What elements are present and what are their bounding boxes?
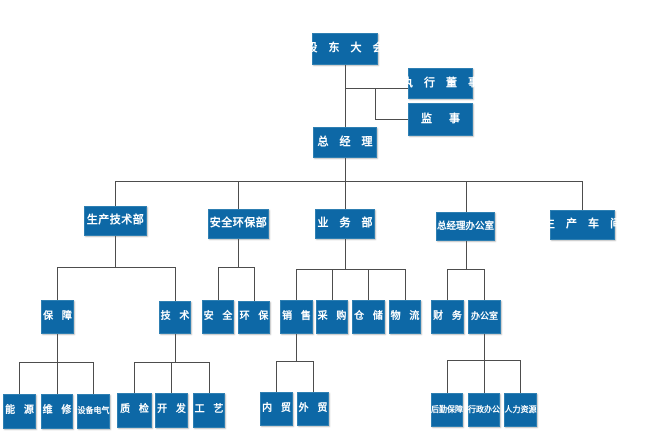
connector-line: [175, 334, 176, 363]
connector-line: [368, 269, 369, 301]
connector-line: [57, 362, 58, 395]
org-node-admin-office: 行政办公: [468, 393, 500, 427]
org-node-human-resources: 人力资源: [504, 393, 537, 427]
connector-line: [115, 236, 116, 268]
org-node-safety-env-dept: 安全环保部: [208, 209, 269, 239]
connector-line: [466, 241, 467, 270]
org-node-finance: 财 务: [431, 300, 464, 334]
connector-line: [238, 181, 239, 210]
org-node-general-manager: 总 经 理: [313, 127, 377, 158]
org-node-environment: 环 保: [238, 301, 270, 334]
connector-line: [296, 334, 297, 362]
org-node-maintenance: 维 修: [41, 394, 73, 429]
org-node-support: 保 障: [41, 300, 74, 334]
org-node-office: 办公室: [468, 300, 501, 334]
org-node-production-workshop: 生 产 车 间: [544, 210, 621, 240]
org-node-purchasing: 采 购: [316, 300, 348, 334]
connector-line: [582, 181, 583, 211]
connector-line: [115, 181, 583, 182]
connector-line: [375, 88, 376, 120]
connector-line: [134, 362, 135, 394]
connector-line: [405, 269, 406, 301]
org-node-business-dept: 业 务 部: [315, 209, 375, 239]
connector-line: [19, 362, 94, 363]
org-node-logistics-support: 后勤保障: [431, 393, 463, 427]
org-node-development: 开 发: [155, 393, 188, 428]
connector-line: [57, 334, 58, 363]
org-node-energy: 能 源: [3, 394, 36, 429]
connector-line: [484, 334, 485, 361]
connector-line: [375, 119, 409, 120]
org-node-shareholders: 股 东 大 会: [306, 33, 384, 65]
org-node-equipment-electric: 设备电气: [77, 394, 110, 429]
org-node-foreign-trade: 外 贸: [297, 392, 329, 426]
connector-line: [93, 362, 94, 395]
connector-line: [296, 269, 406, 270]
connector-line: [345, 239, 346, 270]
connector-line: [175, 267, 176, 302]
org-node-executive-director: 执 行 董 事: [402, 68, 479, 99]
connector-line: [115, 181, 116, 207]
connector-line: [332, 269, 333, 301]
connector-line: [345, 65, 346, 127]
org-node-process: 工 艺: [193, 393, 225, 428]
connector-line: [218, 267, 219, 301]
org-node-safety: 安 全: [202, 300, 234, 334]
connector-line: [57, 267, 176, 268]
connector-line: [57, 267, 58, 301]
connector-line: [19, 362, 20, 395]
connector-line: [447, 360, 448, 394]
connector-line: [254, 267, 255, 302]
connector-line: [345, 158, 346, 182]
connector-line: [276, 361, 277, 393]
connector-line: [447, 269, 485, 270]
connector-line: [345, 181, 346, 210]
org-node-technology: 技 术: [159, 301, 191, 334]
connector-line: [345, 88, 409, 89]
connector-line: [447, 269, 448, 301]
org-node-gm-office: 总经理办公室: [436, 212, 495, 241]
org-node-supervisor: 监 事: [408, 103, 473, 136]
org-node-quality-inspection: 质 检: [117, 393, 152, 428]
connector-line: [296, 269, 297, 301]
connector-line: [209, 362, 210, 394]
connector-line: [313, 361, 314, 393]
connector-line: [134, 362, 210, 363]
connector-line: [466, 181, 467, 213]
org-node-sales: 销 售: [280, 300, 313, 334]
connector-line: [484, 360, 485, 394]
connector-line: [218, 267, 255, 268]
connector-line: [484, 269, 485, 301]
org-node-domestic-trade: 内 贸: [260, 392, 293, 426]
connector-line: [276, 361, 314, 362]
connector-line: [171, 362, 172, 394]
connector-line: [238, 239, 239, 268]
connector-line: [520, 360, 521, 394]
org-node-production-tech-dept: 生产技术部: [84, 206, 147, 236]
org-node-warehousing: 仓 储: [352, 300, 385, 334]
org-node-logistics: 物 流: [389, 300, 421, 334]
